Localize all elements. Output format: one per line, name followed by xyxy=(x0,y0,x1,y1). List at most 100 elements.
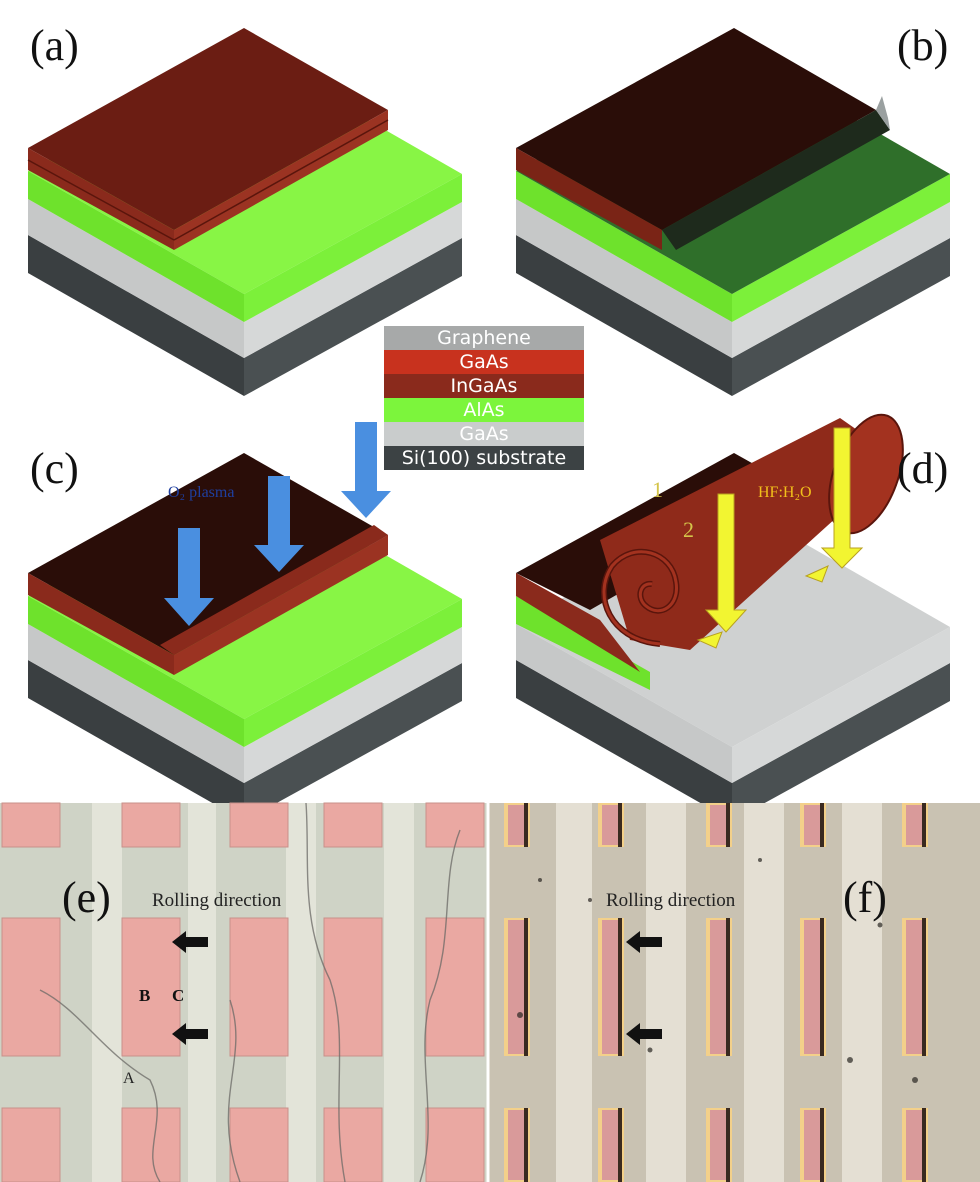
alas-front xyxy=(516,171,732,322)
si-substrate-side xyxy=(244,238,462,396)
legend-label: Si(100) substrate xyxy=(402,447,566,469)
si-substrate-side xyxy=(244,663,462,821)
panel-a: (a) xyxy=(27,21,462,396)
mark-b: B xyxy=(139,986,150,1005)
gaas-buffer-front xyxy=(516,199,732,358)
f-pad xyxy=(710,1110,726,1180)
etch-arrow xyxy=(704,493,748,633)
si-substrate-front xyxy=(28,235,244,396)
legend-swatch xyxy=(384,350,584,374)
rolling-arrows-f xyxy=(626,931,662,1045)
stack-top xyxy=(28,28,388,230)
e-pad xyxy=(229,802,289,848)
f-roll-shadow xyxy=(618,918,622,1056)
plasma-arrow xyxy=(254,476,304,572)
f-roll-shadow xyxy=(524,1108,528,1182)
alas-front xyxy=(516,596,650,690)
alas-side xyxy=(732,174,950,322)
gaas-buffer-front xyxy=(28,199,244,358)
panel-f-label: (f) xyxy=(843,873,887,922)
e-pad xyxy=(1,802,61,848)
legend-label: AlAs xyxy=(463,399,504,421)
stack-front xyxy=(516,148,662,250)
panel-d: 1 2 HF:H₂O (d) xyxy=(516,413,950,821)
f-pad xyxy=(906,805,922,845)
e-pad xyxy=(425,1107,485,1182)
plasma-arrows xyxy=(164,422,391,626)
f-roll-shadow xyxy=(524,918,528,1056)
e-pad xyxy=(425,917,485,1057)
alas-front xyxy=(28,171,244,322)
legend-item: Graphene xyxy=(384,326,584,350)
legend-swatch xyxy=(384,446,584,470)
e-pad xyxy=(425,802,485,848)
legend-label: GaAs xyxy=(459,351,508,373)
legend-swatch xyxy=(384,398,584,422)
f-specks xyxy=(517,858,918,1083)
e-cracks xyxy=(39,802,461,1182)
stack-front xyxy=(28,573,174,675)
panel-d-label: (d) xyxy=(897,444,948,493)
panel-b: (b) xyxy=(516,21,950,396)
f-pad xyxy=(906,920,922,1054)
rolling-arrows-e xyxy=(172,931,208,1045)
mark-c: C xyxy=(172,986,184,1005)
f-pad xyxy=(602,1110,618,1180)
panel-e-rolling-text: Rolling direction xyxy=(152,890,282,911)
f-roll-shadow xyxy=(726,918,730,1056)
stack-top xyxy=(28,453,388,655)
stack-side xyxy=(174,535,388,675)
etchant-label: HF:H₂O xyxy=(758,484,812,501)
f-roll-shadow xyxy=(922,803,926,847)
e-pad xyxy=(229,1107,289,1182)
si-substrate-front xyxy=(516,660,732,821)
f-stripe xyxy=(842,803,882,1182)
alas-side xyxy=(244,599,462,747)
e-pad xyxy=(121,1107,181,1182)
graphene-step xyxy=(662,110,890,250)
etch-arrow xyxy=(696,631,723,649)
si-substrate-side xyxy=(732,238,950,396)
graphene-edge-fold xyxy=(876,96,890,130)
panel-f-rolling-text: Rolling direction xyxy=(606,890,736,911)
plasma-label: O₂ plasma xyxy=(168,484,234,501)
mark-a: A xyxy=(123,1070,135,1087)
panel-a-label: (a) xyxy=(30,21,79,70)
f-pad xyxy=(710,920,726,1054)
stack-front xyxy=(516,573,640,672)
si-substrate-front xyxy=(28,660,244,821)
f-pad xyxy=(804,1110,820,1180)
legend-item: AlAs xyxy=(384,398,584,422)
rolling-arrow xyxy=(172,931,208,953)
panel-c-label: (c) xyxy=(30,444,79,493)
legend-item: GaAs xyxy=(384,350,584,374)
f-roll-shadow xyxy=(618,803,622,847)
rolling-arrow xyxy=(626,1023,662,1045)
f-pad xyxy=(804,805,820,845)
rolling-arrow xyxy=(626,931,662,953)
rolling-arrow xyxy=(172,1023,208,1045)
f-roll-shadow xyxy=(820,1108,824,1182)
legend-item: Si(100) substrate xyxy=(384,446,584,470)
si-substrate-front xyxy=(516,235,732,396)
f-pad xyxy=(906,1110,922,1180)
sheet-mark-1: 1 xyxy=(652,477,663,502)
e-pad xyxy=(323,802,383,848)
e-stripe xyxy=(286,803,316,1182)
legend-swatch xyxy=(384,326,584,350)
f-roll-shadow xyxy=(922,918,926,1056)
f-stripes xyxy=(556,803,882,1182)
plasma-arrow xyxy=(164,528,214,626)
f-stripe xyxy=(556,803,592,1182)
plasma-arrow xyxy=(341,422,391,518)
e-pad xyxy=(323,917,383,1057)
f-pad xyxy=(804,920,820,1054)
legend-item: GaAs xyxy=(384,422,584,446)
e-pad xyxy=(121,917,181,1057)
gaas-buffer-side xyxy=(732,202,950,358)
e-pad xyxy=(121,802,181,848)
etch-arrow xyxy=(804,565,829,583)
f-pad xyxy=(508,920,524,1054)
panel-c: O₂ plasma (c) xyxy=(28,422,462,821)
